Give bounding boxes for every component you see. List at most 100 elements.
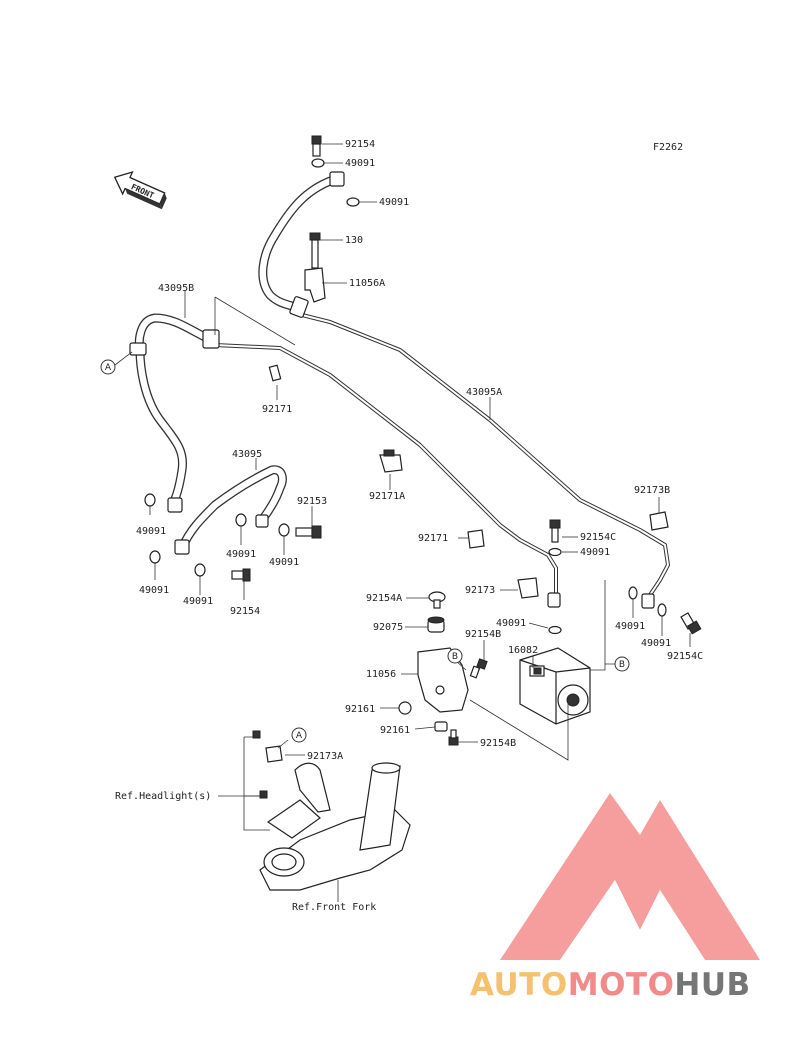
part-label-92161: 92161 xyxy=(345,704,375,715)
part-label-92171: 92171 xyxy=(262,404,292,415)
figure-code: F2262 xyxy=(653,142,683,153)
part-label-92075: 92075 xyxy=(373,622,403,633)
washer-49091-icon xyxy=(194,563,206,577)
part-label-49091: 49091 xyxy=(615,621,645,632)
clip-92171A-icon xyxy=(379,449,403,473)
banjo-fitting-icon xyxy=(167,497,183,513)
banjo-fitting-icon xyxy=(129,342,147,356)
part-label-92154: 92154 xyxy=(230,606,260,617)
part-label-92154C: 92154C xyxy=(580,532,616,543)
abs-unit-16082-icon xyxy=(519,647,591,725)
banjo-bolt-92154C-icon xyxy=(549,519,561,543)
part-label-49091: 49091 xyxy=(269,557,299,568)
clip-92173B-icon xyxy=(649,511,669,531)
banjo-fitting-icon xyxy=(641,593,655,609)
washer-49091-icon xyxy=(548,625,562,635)
damper-92161-icon xyxy=(434,721,448,732)
part-label-92171A: 92171A xyxy=(369,491,405,502)
clip-92171-icon xyxy=(268,364,282,382)
part-label-92153: 92153 xyxy=(297,496,327,507)
front-direction-arrow-icon: FRONT xyxy=(113,171,167,210)
banjo-fitting-icon xyxy=(547,592,561,608)
ref-front-fork-label: Ref.Front Fork xyxy=(292,902,376,913)
clip-92171-icon xyxy=(467,529,485,549)
clamp-11056A-icon xyxy=(304,267,326,303)
brake-hose-43095B xyxy=(134,313,212,510)
part-label-49091: 49091 xyxy=(496,618,526,629)
banjo-fitting-icon xyxy=(329,171,345,187)
brake-pipe-43095B xyxy=(213,343,558,597)
part-label-49091: 49091 xyxy=(139,585,169,596)
part-label-92161: 92161 xyxy=(380,725,410,736)
part-label-43095: 43095 xyxy=(232,449,262,460)
washer-49091-icon xyxy=(311,158,325,168)
clip-92173-icon xyxy=(517,577,539,599)
washer-49091-icon xyxy=(628,586,638,600)
svg-text:A: A xyxy=(105,363,112,373)
brand-part-auto: AUTO xyxy=(470,967,568,1003)
brand-part-hub: HUB xyxy=(674,967,750,1003)
leader-lines xyxy=(149,143,691,902)
part-label-16082: 16082 xyxy=(508,645,538,656)
marker-b-right: B xyxy=(614,656,630,672)
washer-49091-icon xyxy=(278,523,290,537)
svg-text:AUTOMOTOHUB: AUTOMOTOHUB xyxy=(470,967,751,1003)
marker-a-left: A xyxy=(100,359,116,375)
part-label-92154C: 92154C xyxy=(667,651,703,662)
clip-92173A-icon xyxy=(265,745,283,763)
svg-text:B: B xyxy=(619,660,625,670)
washer-49091-icon xyxy=(346,197,360,207)
part-label-43095A: 43095A xyxy=(466,387,502,398)
part-label-92154: 92154 xyxy=(345,139,375,150)
banjo-bolt-92153-icon xyxy=(295,525,322,539)
brake-pipe-43095A xyxy=(300,313,670,600)
part-label-92173: 92173 xyxy=(465,585,495,596)
part-label-49091: 49091 xyxy=(226,549,256,560)
part-label-92154A: 92154A xyxy=(366,593,402,604)
washer-49091-icon xyxy=(235,513,247,527)
part-label-92154B: 92154B xyxy=(465,629,501,640)
banjo-fitting-icon xyxy=(174,539,190,555)
svg-text:A: A xyxy=(296,731,303,741)
part-label-43095B: 43095B xyxy=(158,283,194,294)
brand-watermark: AUTOMOTOHUB xyxy=(470,967,751,1003)
bolt-92154B-icon xyxy=(448,729,459,746)
marker-a-bottom: A xyxy=(291,727,307,743)
svg-text:B: B xyxy=(452,652,458,662)
banjo-bolt-92154-icon xyxy=(311,135,322,157)
bolt-92154B-icon xyxy=(469,658,488,679)
part-label-130: 130 xyxy=(345,235,363,246)
bolt-130-icon xyxy=(309,232,321,269)
brand-logo-icon xyxy=(500,793,760,960)
part-label-49091: 49091 xyxy=(580,547,610,558)
banjo-fitting-icon xyxy=(255,514,269,528)
part-label-11056A: 11056A xyxy=(349,278,385,289)
part-label-92154B: 92154B xyxy=(480,738,516,749)
damper-92075-icon xyxy=(427,616,445,633)
part-label-49091: 49091 xyxy=(136,526,166,537)
banjo-bolt-92154-icon xyxy=(231,568,251,582)
washer-49091-icon xyxy=(657,603,667,617)
washer-49091-icon xyxy=(548,547,562,557)
damper-92161-icon xyxy=(398,701,412,715)
washer-49091-icon xyxy=(144,493,156,507)
hose-joint-fitting-icon xyxy=(202,329,220,349)
part-label-11056: 11056 xyxy=(366,669,396,680)
steering-stem-assembly-icon xyxy=(259,762,411,891)
bolt-92154A-icon xyxy=(428,591,446,609)
part-label-49091: 49091 xyxy=(345,158,375,169)
banjo-bolt-92154C-icon xyxy=(680,612,702,635)
hose-joint-fitting-icon xyxy=(289,296,309,318)
brake-hose-43095 xyxy=(177,465,287,553)
part-label-49091: 49091 xyxy=(379,197,409,208)
ref-headlights-label: Ref.Headlight(s) xyxy=(115,791,211,802)
part-label-92173B: 92173B xyxy=(634,485,670,496)
part-label-49091: 49091 xyxy=(641,638,671,649)
part-labels: 92154 49091 49091 130 11056A 43095B 4309… xyxy=(115,139,703,913)
part-label-49091: 49091 xyxy=(183,596,213,607)
marker-b-left: B xyxy=(447,648,463,664)
part-label-92173A: 92173A xyxy=(307,751,343,762)
brake-hose-upper xyxy=(258,175,338,313)
brand-part-moto: MOTO xyxy=(568,967,675,1003)
